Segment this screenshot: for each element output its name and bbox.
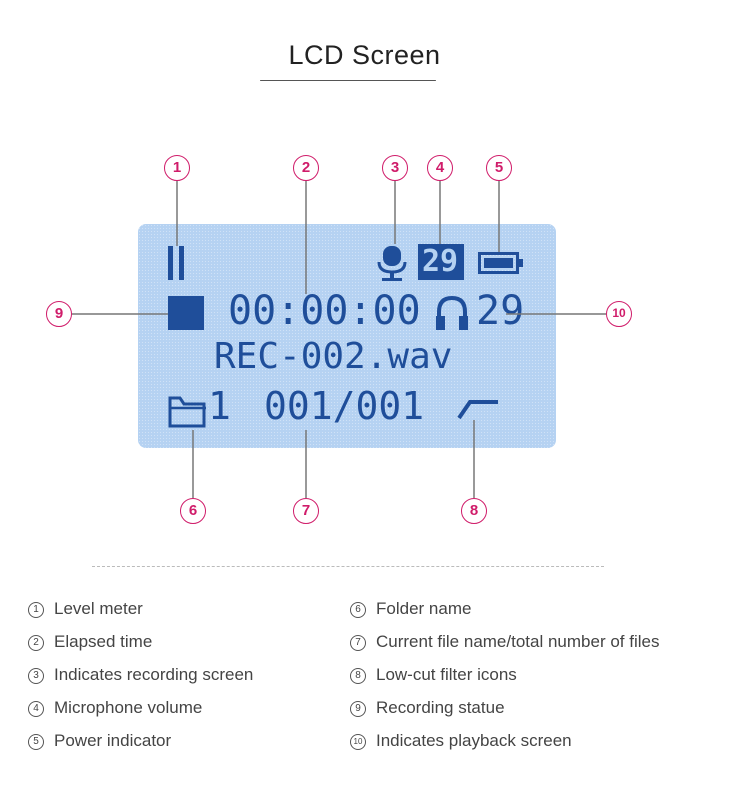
legend-text: Current file name/total number of files [376,632,660,651]
legend-num: 3 [28,668,44,684]
divider [92,566,604,567]
callout-8: 8 [461,498,487,524]
legend-text: Recording statue [376,698,505,717]
legend-num: 5 [28,734,44,750]
page-title: LCD Screen [288,40,441,70]
legend-text: Indicates playback screen [376,731,572,750]
legend-item: 3 Indicates recording screen [28,665,253,685]
callout-4: 4 [427,155,453,181]
callout-2: 2 [293,155,319,181]
legend-num: 9 [350,701,366,717]
callout-3: 3 [382,155,408,181]
headphone-icon [436,295,468,330]
file-index: 001/001 [264,384,425,428]
folder-icon [168,396,206,428]
playback-count: 29 [476,288,525,334]
recording-status-icon [168,296,204,330]
legend-text: Folder name [376,599,472,618]
folder-name: 1 [208,384,231,428]
legend-text: Microphone volume [54,698,203,717]
legend-item: 6 Folder name [350,599,471,619]
legend-item: 5 Power indicator [28,731,171,751]
lcd-screen: 29 00:00:00 29 REC-002.wav 1 001/001 [138,224,556,448]
legend-text: Low-cut filter icons [376,665,517,684]
callout-10: 10 [606,301,632,327]
legend-num: 8 [350,668,366,684]
mic-volume-value: 29 [422,244,459,279]
legend-item: 7 Current file name/total number of files [350,632,659,652]
elapsed-time: 00:00:00 [228,288,421,334]
legend-num: 10 [350,734,366,750]
callout-6: 6 [180,498,206,524]
title-underline [260,80,436,81]
callout-7: 7 [293,498,319,524]
legend-num: 2 [28,635,44,651]
legend-item: 10 Indicates playback screen [350,731,572,751]
legend-item: 1 Level meter [28,599,143,619]
callout-1: 1 [164,155,190,181]
legend-item: 9 Recording statue [350,698,505,718]
legend-text: Level meter [54,599,143,618]
mic-volume-box: 29 [418,244,464,280]
level-meter-icon [168,246,186,280]
low-cut-filter-icon [457,400,498,420]
microphone-icon [377,246,407,281]
legend-item: 4 Microphone volume [28,698,202,718]
legend-text: Elapsed time [54,632,153,651]
legend-num: 7 [350,635,366,651]
legend-num: 6 [350,602,366,618]
file-name: REC-002.wav [214,336,453,377]
legend-num: 4 [28,701,44,717]
callout-5: 5 [486,155,512,181]
callout-9: 9 [46,301,72,327]
battery-icon [478,252,523,274]
legend-item: 2 Elapsed time [28,632,152,652]
legend-item: 8 Low-cut filter icons [350,665,517,685]
legend-text: Indicates recording screen [54,665,254,684]
legend-num: 1 [28,602,44,618]
legend-text: Power indicator [54,731,172,750]
